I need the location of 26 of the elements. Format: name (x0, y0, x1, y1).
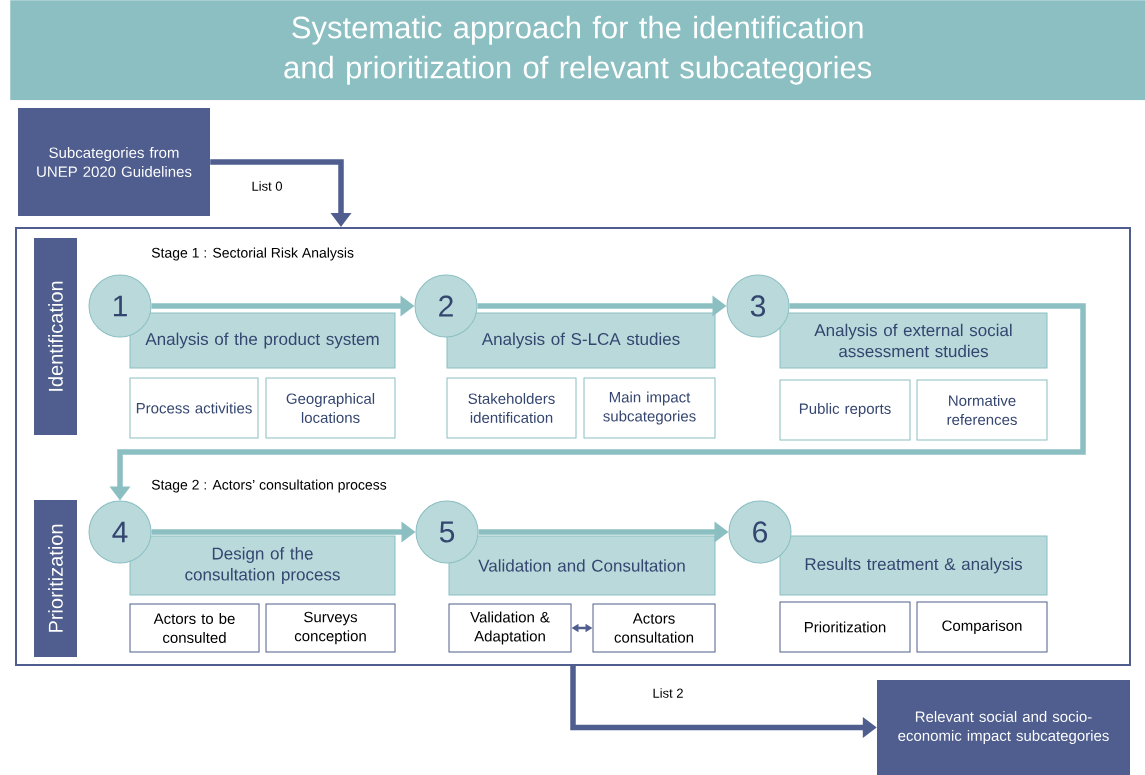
source-box: Subcategories from UNEP 2020 Guidelines (18, 108, 210, 216)
title-banner: Systematic approach for the identification and prioritization of relevant subcategories (10, 0, 1145, 101)
item-box: Surveys conception (265, 603, 396, 653)
item-box: Normative references (916, 379, 1048, 441)
item-box: Process activities (129, 377, 259, 439)
item-box: Actors consultation (592, 603, 716, 653)
stage-heading: Stage 2 : Actors’ consultation process (151, 479, 387, 493)
item-box: Actors to be consulted (129, 603, 260, 653)
item-box: Main impact subcategories (583, 377, 716, 439)
step-box: Analysis of external social assessment studies (779, 312, 1048, 369)
item-box: Geographical locations (265, 377, 396, 439)
side-label-bar: Prioritization (34, 500, 77, 657)
item-box: Stakeholders identification (446, 377, 577, 439)
side-label-bar: Identification (34, 238, 77, 435)
item-box: Prioritization (779, 601, 911, 653)
stage-heading: Stage 1 : Sectorial Risk Analysis (151, 247, 354, 261)
step-box: Design of the consultation process (129, 535, 396, 596)
step-box: Results treatment & analysis (779, 535, 1048, 596)
stage-frame (15, 227, 1131, 666)
result-box: Relevant social and socio-economic impact subcategories (877, 680, 1130, 775)
step-box: Analysis of the product system (129, 312, 396, 369)
item-box: Validation & Adaptation (448, 603, 572, 653)
edge-label: List 2 (651, 687, 685, 699)
item-box: Public reports (779, 379, 911, 441)
item-box: Comparison (916, 601, 1048, 653)
edge-label: List 0 (250, 180, 284, 192)
